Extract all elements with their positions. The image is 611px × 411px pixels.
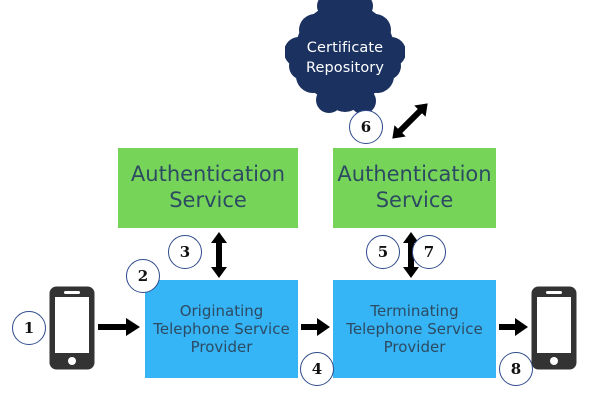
node-terminating-telephone-service-provider[interactable]: Terminating Telephone Service Provider [333,280,496,378]
cert-repo-line1: Certificate [306,40,384,57]
arrow-right-icon-otsp-to-ttsp [301,318,330,336]
step-marker-5[interactable]: 5 [366,235,400,269]
certificate-badge-icon [285,0,405,114]
mobile-phone-icon [531,286,577,370]
node-authentication-service-left[interactable]: Authentication Service [118,148,298,228]
step-marker-8-label: 8 [510,360,522,378]
auth-right-label: Authentication Service [333,162,496,213]
node-certificate-repository[interactable]: Certificate Repository [285,0,405,118]
auth-left-line2: Service [169,188,247,212]
step-marker-2-label: 2 [137,267,149,285]
callee-phone[interactable] [530,285,578,371]
step-marker-6-label: 6 [360,118,372,136]
tsp-right-label: Terminating Telephone Service Provider [333,302,496,357]
cert-repo-line2: Repository [305,60,385,76]
tsp-right-line3: Provider [383,338,446,357]
step-marker-4[interactable]: 4 [300,352,334,386]
arrow-double-vertical-icon-ttsp-auth [403,232,419,278]
tsp-left-line3: Provider [190,338,253,357]
step-marker-8[interactable]: 8 [499,352,533,386]
arrow-double-diagonal-icon-auth-cert-repo [392,103,428,139]
arrow-right-icon-phone-to-otsp [98,318,140,336]
auth-right-line1: Authentication [337,162,492,187]
certificate-repository-label: Certificate Repository [285,0,405,118]
tsp-right-line2: Telephone Service [346,319,483,338]
auth-left-line1: Authentication [130,162,286,187]
auth-left-label: Authentication Service [118,162,298,213]
step-marker-3-label: 3 [179,243,191,261]
step-marker-5-label: 5 [377,243,389,261]
step-marker-6[interactable]: 6 [349,110,383,144]
node-authentication-service-right[interactable]: Authentication Service [333,148,496,228]
tsp-left-line2: Telephone Service [153,319,290,338]
auth-right-line2: Service [375,188,454,212]
step-marker-1[interactable]: 1 [12,311,46,345]
caller-phone[interactable] [48,285,96,371]
tsp-left-label: Originating Telephone Service Provider [145,302,298,357]
arrow-right-icon-ttsp-to-phone [499,318,528,336]
tsp-left-line1: Originating [179,301,264,320]
node-originating-telephone-service-provider[interactable]: Originating Telephone Service Provider [145,280,298,378]
mobile-phone-icon [49,286,95,370]
step-marker-2[interactable]: 2 [126,259,160,293]
step-marker-1-label: 1 [23,319,35,337]
step-marker-3[interactable]: 3 [168,235,202,269]
arrow-double-vertical-icon-otsp-auth [211,232,227,278]
tsp-right-line1: Terminating [370,301,459,320]
step-marker-7-label: 7 [423,243,435,261]
step-marker-4-label: 4 [311,360,323,378]
step-marker-7[interactable]: 7 [412,235,446,269]
